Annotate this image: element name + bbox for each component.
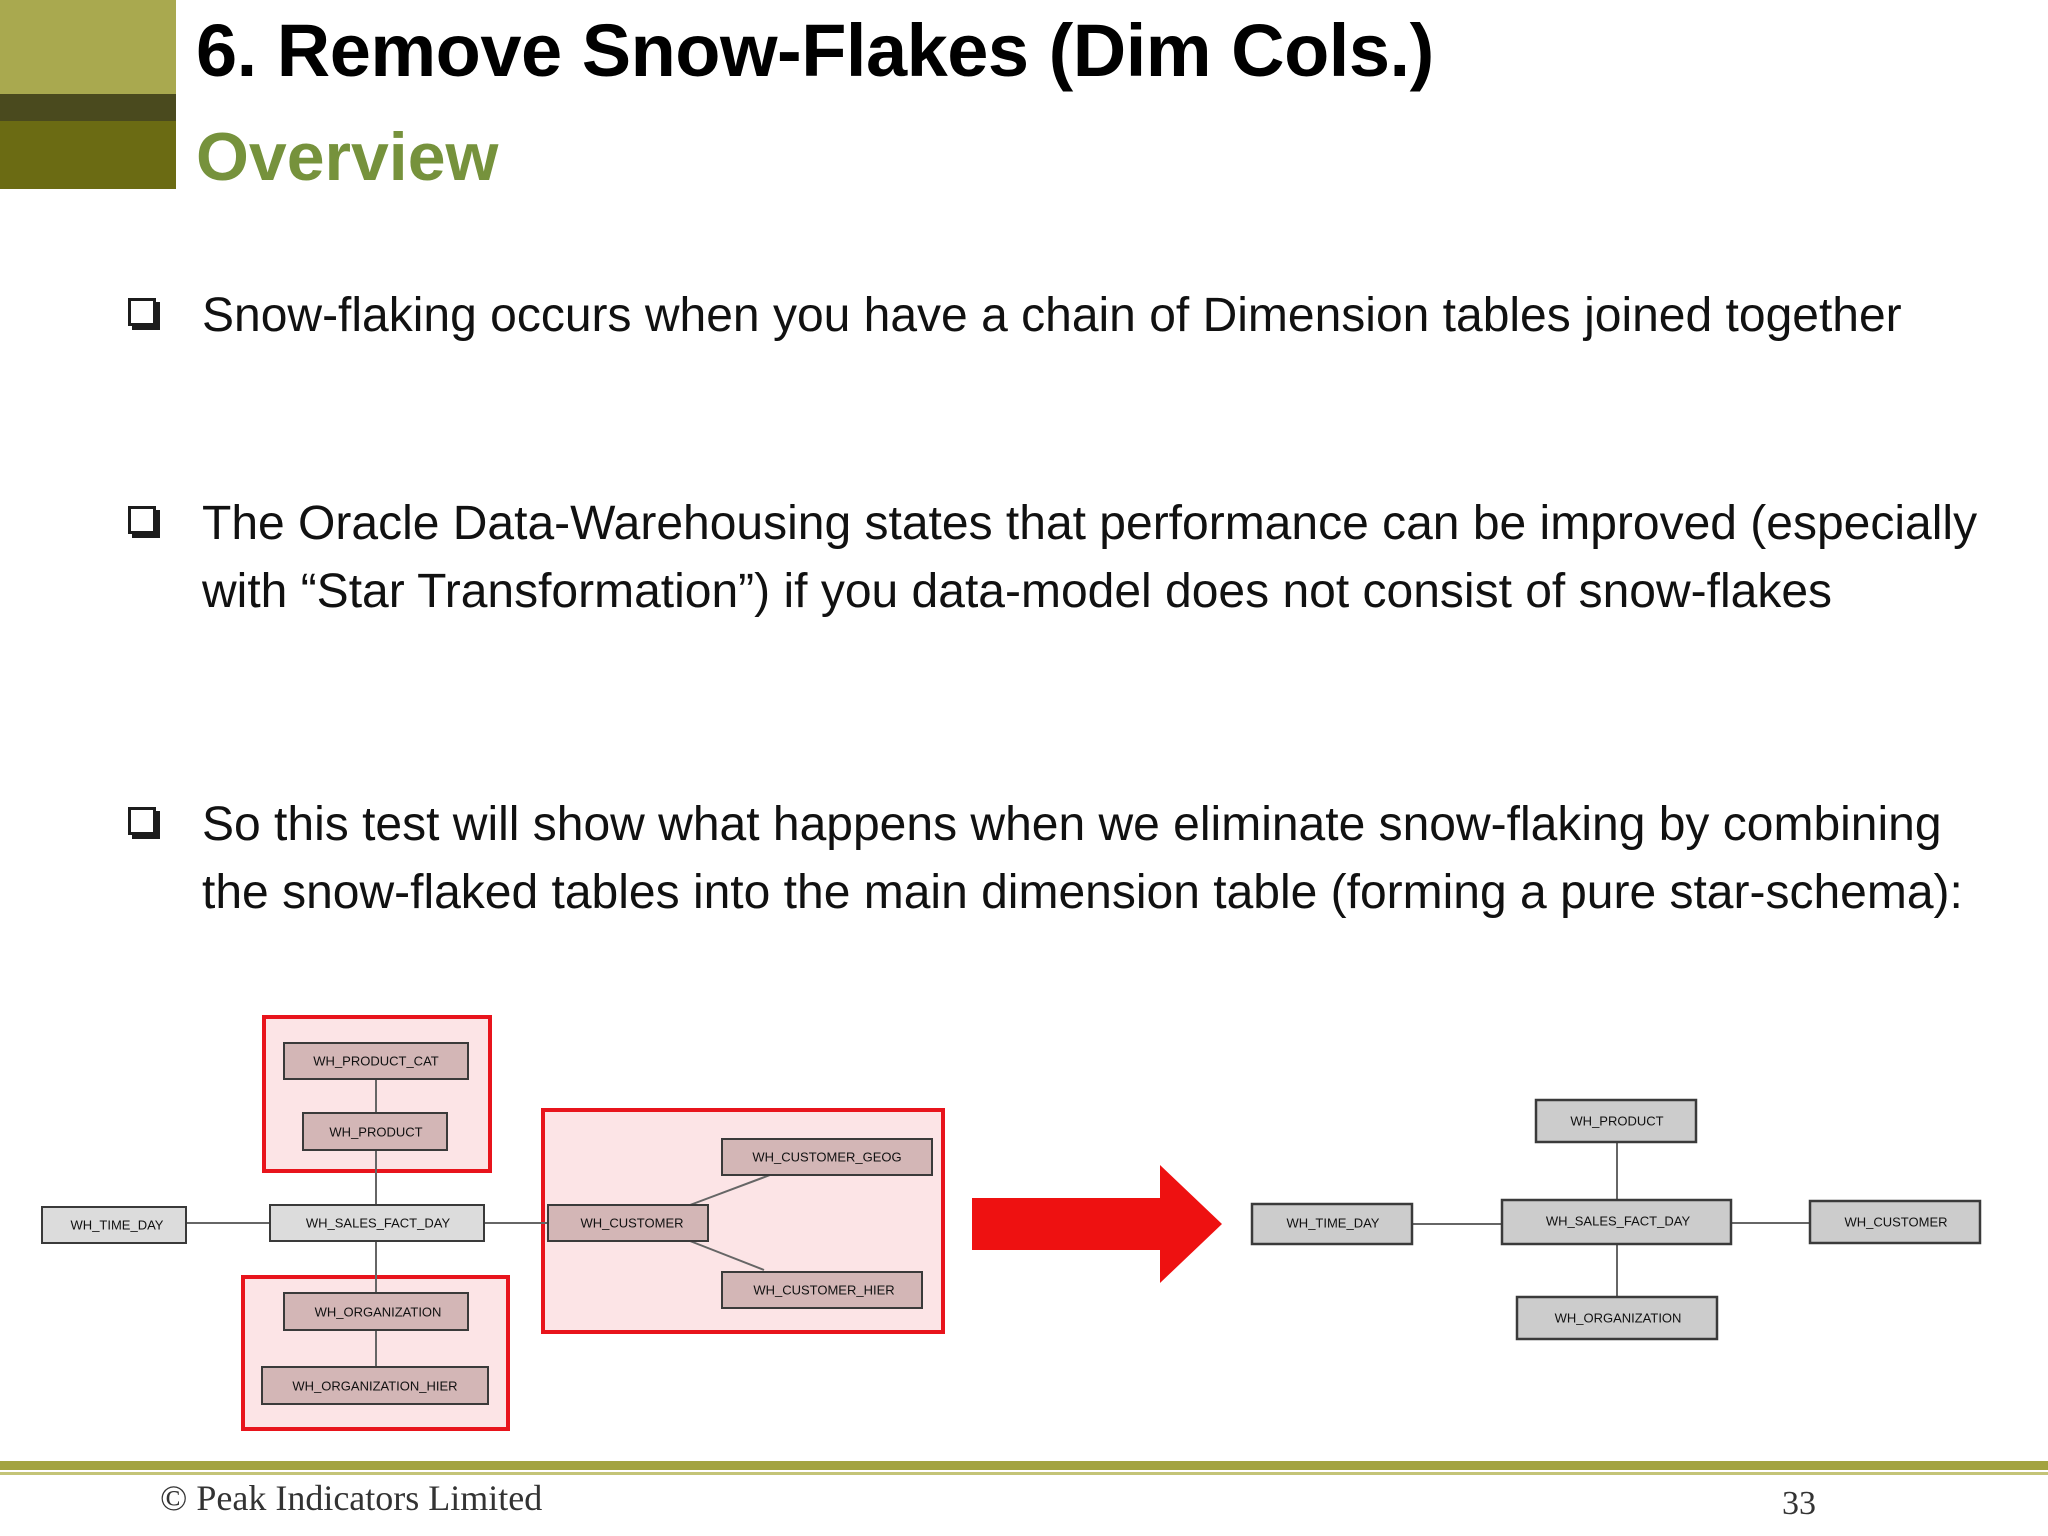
slide-title: 6. Remove Snow-Flakes (Dim Cols.)	[196, 9, 1434, 92]
slide-subtitle: Overview	[196, 119, 499, 195]
table-label: WH_ORGANIZATION_HIER	[292, 1378, 457, 1393]
checkbox-bullet-icon	[128, 506, 156, 534]
bullet-item: Snow-flaking occurs when you have a chai…	[128, 282, 1978, 350]
table-label: WH_TIME_DAY	[71, 1217, 164, 1232]
schema-diagram: WH_PRODUCT_CAT WH_PRODUCT WH_TIME_DAY WH…	[41, 1015, 1982, 1431]
table-wh-product-cat: WH_PRODUCT_CAT	[283, 1042, 469, 1080]
table-label: WH_SALES_FACT_DAY	[1546, 1213, 1691, 1228]
before-connectors	[186, 1079, 771, 1367]
footer-divider	[0, 1461, 2048, 1470]
bullet-item: So this test will show what happens when…	[128, 791, 1978, 927]
table-wh-time-day: WH_TIME_DAY	[41, 1206, 187, 1244]
transform-arrow-icon	[972, 1165, 1222, 1283]
table-wh-organization-after: WH_ORGANIZATION	[1515, 1295, 1719, 1341]
bullet-item: The Oracle Data-Warehousing states that …	[128, 490, 1978, 626]
table-wh-product: WH_PRODUCT	[302, 1112, 448, 1151]
table-label: WH_PRODUCT	[329, 1124, 422, 1139]
table-label: WH_CUSTOMER	[580, 1215, 683, 1230]
table-wh-product-after: WH_PRODUCT	[1534, 1098, 1698, 1144]
footer-copyright: © Peak Indicators Limited	[160, 1478, 543, 1518]
table-label: WH_SALES_FACT_DAY	[306, 1215, 451, 1230]
table-wh-time-day-after: WH_TIME_DAY	[1250, 1202, 1414, 1246]
table-wh-customer-geog: WH_CUSTOMER_GEOG	[721, 1138, 933, 1176]
table-wh-customer-after: WH_CUSTOMER	[1808, 1199, 1982, 1245]
checkbox-bullet-icon	[128, 298, 156, 326]
bullet-text: The Oracle Data-Warehousing states that …	[202, 497, 1978, 618]
table-label: WH_PRODUCT	[1570, 1113, 1663, 1128]
table-wh-sales-fact-day-after: WH_SALES_FACT_DAY	[1500, 1198, 1733, 1246]
table-label: WH_TIME_DAY	[1287, 1215, 1380, 1230]
table-label: WH_CUSTOMER_GEOG	[752, 1149, 901, 1164]
title-accent-band	[0, 94, 176, 121]
table-wh-customer: WH_CUSTOMER	[547, 1204, 709, 1242]
table-label: WH_ORGANIZATION	[315, 1304, 442, 1319]
title-accent-bottom	[0, 121, 176, 189]
table-wh-customer-hier: WH_CUSTOMER_HIER	[721, 1271, 923, 1309]
title-accent-top	[0, 0, 176, 94]
table-label: WH_CUSTOMER	[1844, 1214, 1947, 1229]
table-label: WH_CUSTOMER_HIER	[753, 1282, 894, 1297]
table-wh-organization: WH_ORGANIZATION	[283, 1292, 469, 1331]
table-wh-sales-fact-day: WH_SALES_FACT_DAY	[269, 1204, 485, 1242]
table-label: WH_PRODUCT_CAT	[313, 1053, 438, 1068]
page-number: 33	[1782, 1485, 1816, 1522]
table-label: WH_ORGANIZATION	[1555, 1310, 1682, 1325]
bullet-text: So this test will show what happens when…	[202, 798, 1963, 919]
after-connectors	[1412, 1142, 1810, 1297]
bullet-text: Snow-flaking occurs when you have a chai…	[202, 289, 1902, 342]
checkbox-bullet-icon	[128, 807, 156, 835]
footer-divider-thin	[0, 1472, 2048, 1475]
table-wh-organization-hier: WH_ORGANIZATION_HIER	[261, 1366, 489, 1405]
